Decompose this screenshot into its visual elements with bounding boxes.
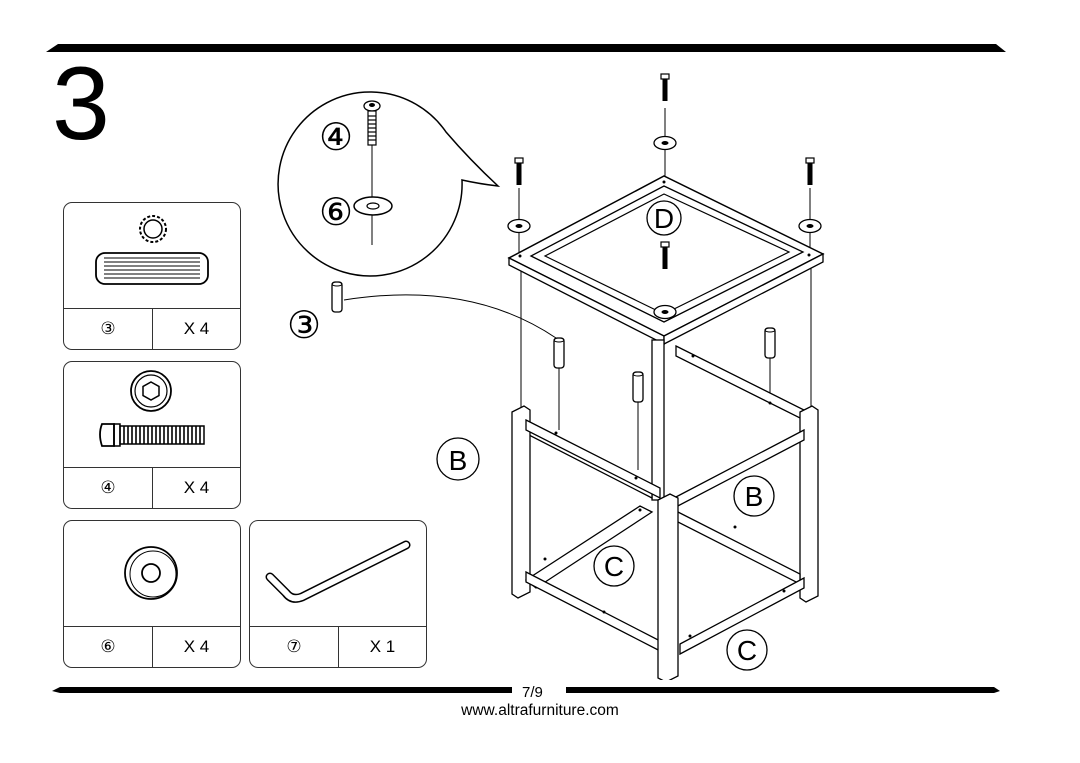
washer-icon (124, 546, 178, 600)
callout-dowel: ③ (287, 303, 321, 347)
part-number-allen-key: ⑦ (250, 627, 339, 667)
assembly-diagram: D B B C C ④ ⑥ ③ (277, 73, 825, 680)
website-url: www.altrafurniture.com (461, 702, 619, 719)
callout-bottom-center: C (604, 551, 624, 582)
part-qty-dowel: X 4 (183, 319, 210, 338)
callout-side-right: B (745, 481, 764, 512)
top-rule (46, 44, 1006, 52)
allen-bolt-icon (99, 370, 205, 447)
part-box-washer: ⑥ X 4 (63, 520, 241, 668)
allen-key-icon (265, 540, 411, 603)
callout-detail-screw: ④ (319, 115, 353, 159)
part-number-washer: ⑥ (64, 627, 153, 667)
part-box-allen-key: ⑦ X 1 (249, 520, 427, 668)
part-qty-washer: X 4 (183, 637, 210, 656)
callout-top-panel: D (654, 203, 674, 234)
part-box-dowel: ③ X 4 (63, 202, 241, 350)
bottom-rule (52, 687, 1000, 693)
part-number-dowel: ③ (64, 309, 153, 349)
page-number: 7/9 (520, 684, 545, 701)
dowel-icon (95, 215, 209, 285)
part-qty-allen-key: X 1 (369, 637, 396, 656)
step-number: 3 (52, 46, 110, 162)
lower-frame (511, 339, 819, 680)
callout-bottom-right: C (737, 635, 757, 666)
part-qty-bolt: X 4 (183, 478, 210, 497)
part-box-bolt: ④ X 4 (63, 361, 241, 509)
detail-bubble (277, 91, 501, 277)
callout-side-left: B (449, 445, 468, 476)
part-number-bolt: ④ (64, 468, 153, 508)
callout-detail-washer: ⑥ (319, 190, 353, 234)
